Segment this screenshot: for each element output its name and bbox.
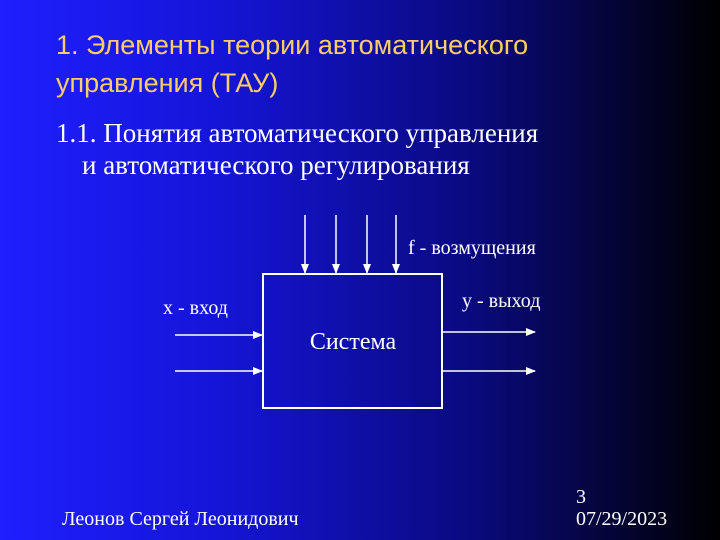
output-label: y - выход (462, 290, 540, 312)
input-label: x - вход (163, 297, 228, 319)
title-line-1: 1. Элементы теории автоматического (56, 30, 529, 60)
disturbance-label: f - возмущения (408, 237, 536, 259)
slide-subtitle: 1.1. Понятия автоматического управления … (56, 117, 696, 181)
output-arrows (443, 328, 536, 375)
slide-number: 3 (576, 486, 586, 508)
subtitle-line-2: и автоматического регулирования (82, 150, 470, 180)
input-arrows (175, 331, 263, 375)
title-line-2: управления (ТАУ) (56, 68, 279, 98)
slide-title: 1. Элементы теории автоматического управ… (56, 26, 696, 102)
system-box (262, 273, 443, 409)
system-box-label: Система (310, 329, 397, 355)
disturbance-arrows (301, 215, 400, 274)
footer-author: Леонов Сергей Леонидович (62, 508, 299, 530)
subtitle-line-1: 1.1. Понятия автоматического управления (56, 118, 539, 148)
slide-date: 07/29/2023 (576, 508, 668, 530)
